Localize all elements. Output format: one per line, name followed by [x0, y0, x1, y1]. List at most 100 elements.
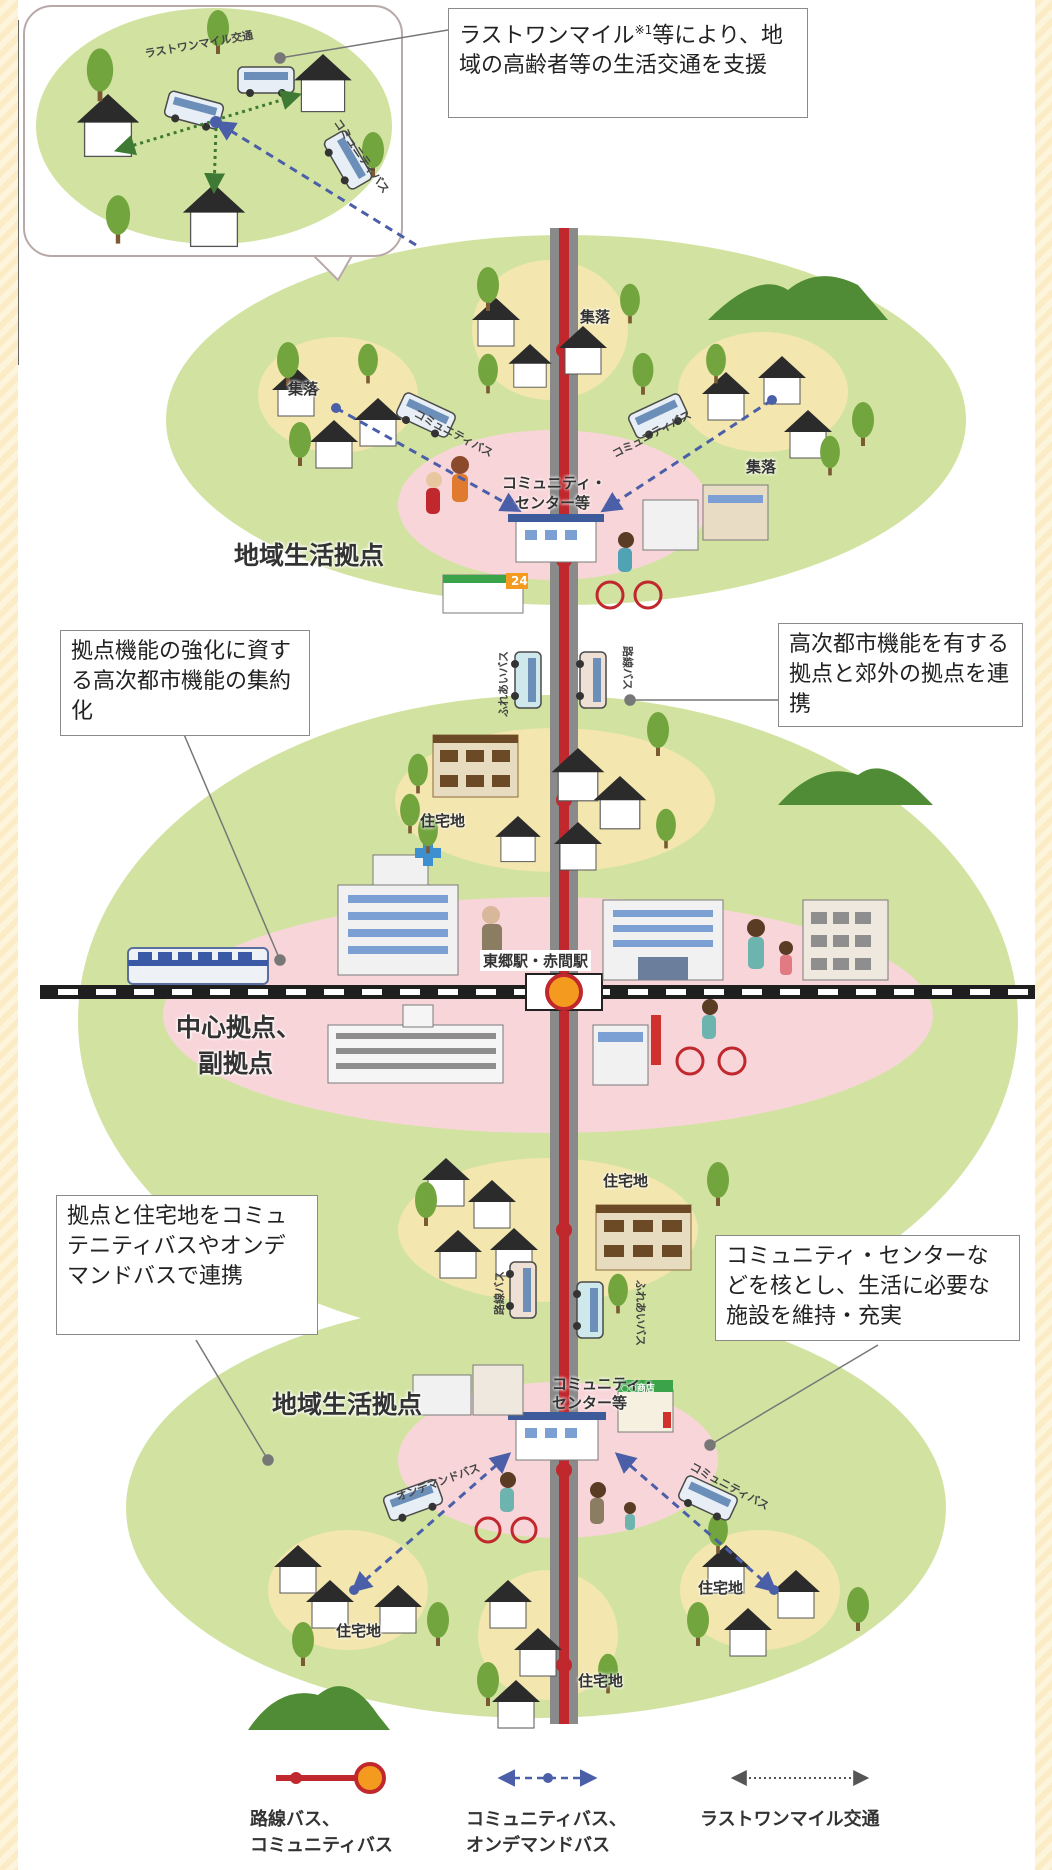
label-local-hub-bottom: 地域生活拠点: [272, 1390, 423, 1419]
tree-icon: [105, 195, 131, 244]
house-icon: [492, 1680, 540, 1729]
community-center-top: [508, 514, 604, 563]
house-icon: [514, 1628, 562, 1677]
label-station: 東郷駅・赤間駅: [480, 950, 592, 971]
tree-icon: [847, 1587, 869, 1631]
diagram-stage: ラストワンマイル交通 コミュニティバス ラストワンマイル※1等により、地域の高齢…: [18, 0, 1035, 1870]
callout-consolidation: 拠点機能の強化に資する高次都市機能の集約化: [60, 630, 310, 736]
railway-tie: [286, 989, 306, 995]
label-local-hub-top: 地域生活拠点: [234, 541, 385, 570]
tree-icon: [598, 1653, 618, 1694]
house-icon: [294, 54, 352, 113]
apartment-right: [802, 899, 889, 981]
railway-tie: [894, 989, 914, 995]
legend-route-label-1: 路線バス、: [250, 1809, 340, 1830]
office-building-right: [602, 899, 724, 981]
railway-tie: [856, 989, 876, 995]
tree-icon: [277, 342, 299, 386]
label-central-hub-2: 副拠点: [198, 1049, 274, 1078]
legend-last-mile-label: ラストワンマイル交通: [700, 1809, 880, 1830]
house-icon: [784, 410, 832, 459]
legend-community-symbol: [497, 1769, 598, 1787]
railway-tie: [96, 989, 116, 995]
bus-stop: [556, 1462, 572, 1478]
railway-tie: [514, 989, 534, 995]
tree-icon: [207, 10, 229, 54]
houses: [76, 54, 832, 1729]
shop-building-central: [592, 1015, 661, 1086]
railway-tie: [704, 989, 724, 995]
railway-tie: [134, 989, 154, 995]
tree-icon: [418, 813, 438, 854]
tree-icon: [408, 753, 428, 794]
community-routes: [214, 120, 778, 1593]
callout-last-mile-post: 等により、地域の高齢者等の生活交通を支援: [459, 23, 783, 79]
house-icon: [593, 776, 647, 830]
shop-bottom-right: [617, 1380, 674, 1433]
mountain-top-right: [708, 276, 888, 320]
callout-high-function-link: 高次都市機能を有する拠点と郊外の拠点を連携: [778, 623, 1023, 727]
tree-icon: [415, 1182, 437, 1226]
callout-last-mile-sup: ※1: [634, 23, 653, 37]
tree-icon: [86, 48, 114, 102]
railway-tie: [476, 989, 496, 995]
label-bus-fureai-upper: ふれあいバス: [497, 651, 510, 717]
label-bus-route-upper: 路線バス: [621, 646, 634, 690]
label-bus-route-lower: 路線バス: [493, 1271, 506, 1315]
tree-icon: [358, 343, 378, 384]
label-community-center-top-2: センター等: [515, 494, 591, 512]
tree-icon: [362, 132, 384, 176]
bus-icon: [506, 1261, 537, 1319]
bus-icon: [511, 651, 542, 709]
trees: [86, 10, 874, 1706]
railway-tie: [932, 989, 952, 995]
legend-community-label-2: オンデマンドバス: [466, 1835, 610, 1856]
tree-icon: [477, 1662, 499, 1706]
label-central-hub-1: 中心拠点、: [176, 1013, 302, 1042]
house-icon: [374, 1585, 422, 1634]
bus-icon: [323, 130, 373, 190]
elderly-man: [482, 906, 502, 958]
house-icon: [310, 420, 358, 469]
railway-tie: [172, 989, 192, 995]
callout-last-mile: ラストワンマイル※1等により、地域の高齢者等の生活交通を支援: [448, 8, 808, 118]
label-community-center-bottom-2: センター等: [552, 1394, 628, 1412]
legend-community-label-1: コミュニティバス、: [466, 1809, 627, 1830]
tree-icon: [289, 422, 311, 466]
community-center-bottom: [508, 1412, 606, 1461]
house-icon: [554, 822, 602, 871]
tree-icon: [852, 402, 874, 446]
tree-icon: [478, 353, 498, 394]
bus-icon: [576, 651, 607, 709]
mother-child: [747, 919, 793, 975]
school-building: [327, 1004, 504, 1084]
railway-tie: [970, 989, 990, 995]
label-residential-mid: 住宅地: [603, 1172, 649, 1190]
label-residential-bl: 住宅地: [336, 1622, 382, 1640]
community-stops: [210, 116, 779, 1595]
tree-icon: [292, 1622, 314, 1666]
train: [127, 947, 269, 985]
mountain-mid-right: [778, 768, 933, 805]
railway-tie: [742, 989, 762, 995]
railway-tie: [780, 989, 800, 995]
house-icon: [182, 184, 246, 248]
railway-tie: [818, 989, 838, 995]
house-icon: [559, 326, 607, 375]
house-icon: [724, 1608, 772, 1657]
house-icon: [468, 1180, 516, 1229]
tree-icon: [620, 283, 640, 324]
house-icon: [306, 1580, 354, 1629]
tree-icon: [707, 1162, 729, 1206]
bus-icon: [396, 392, 456, 438]
bus-icon: [573, 1281, 604, 1339]
convenience-store: [442, 573, 528, 614]
label-bus-fureai-lower: ふれあいバス: [634, 1280, 647, 1346]
callout-residential-link: 拠点と住宅地をコミュテニティバスやオンデマンドバスで連携: [56, 1195, 318, 1335]
apartment-upper: [432, 734, 519, 798]
house-icon: [274, 1545, 322, 1594]
last-mile-routes: [113, 89, 303, 195]
railway-tie: [362, 989, 382, 995]
tree-icon: [608, 1273, 628, 1314]
label-community-center-top-1: コミュニティ・: [502, 474, 607, 492]
